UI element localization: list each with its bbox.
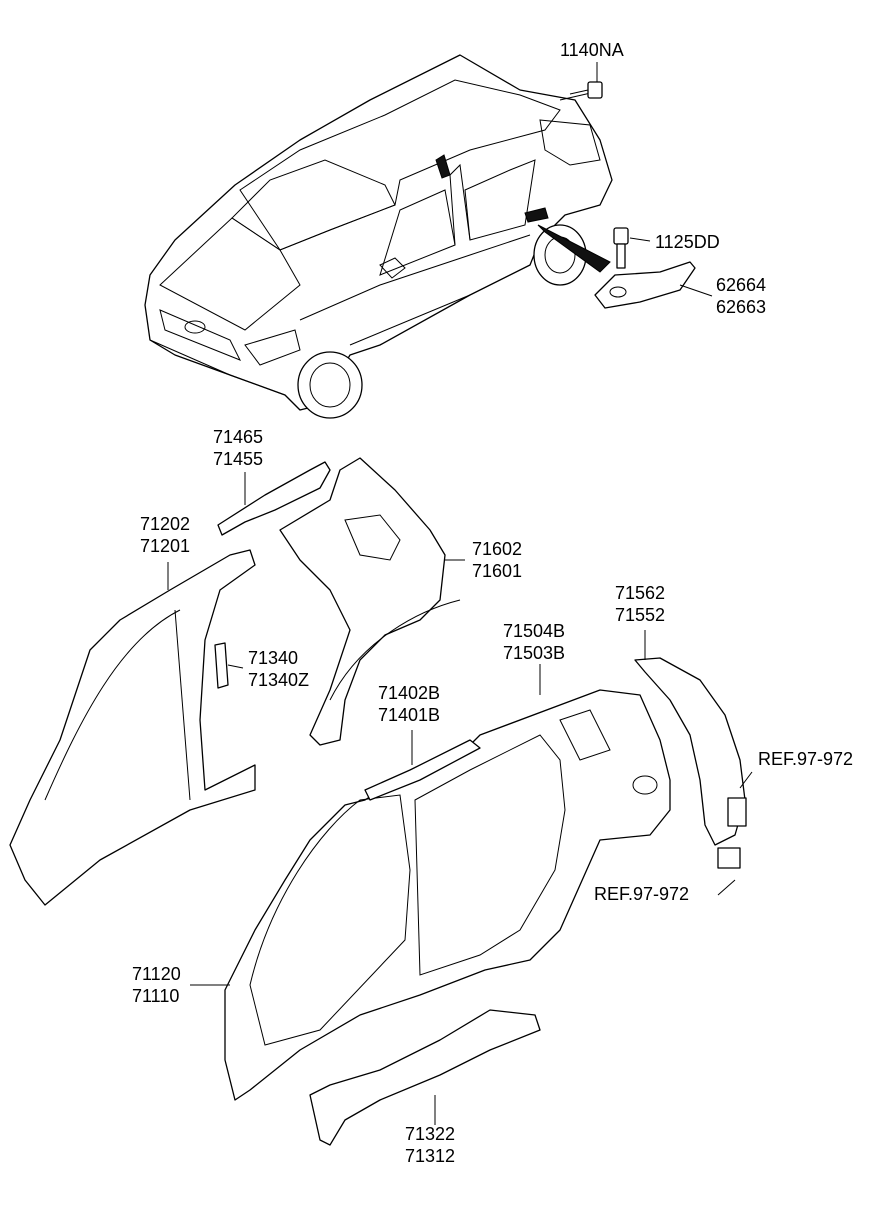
part-71340-shape [214, 642, 229, 689]
label-71110: 71110 [132, 986, 179, 1006]
label-71340Z: 71340Z [248, 670, 309, 690]
label-71202: 71202 [140, 514, 190, 534]
label-62663: 62663 [716, 297, 766, 317]
vehicle-illustration [144, 54, 613, 419]
part-71402B-shape [364, 739, 481, 801]
label-71340: 71340 [248, 648, 298, 668]
label-71601: 71601 [472, 561, 522, 581]
part-71602-shape [279, 457, 446, 746]
label-1125DD: 1125DD [655, 232, 720, 252]
label-71503B: 71503B [503, 643, 565, 663]
bolt-1125DD-shape [613, 227, 629, 269]
label-ref-97-972-upper: REF.97-972 [758, 749, 853, 769]
label-71312: 71312 [405, 1146, 455, 1166]
label-ref-97-972-lower: REF.97-972 [594, 884, 689, 904]
part-71322-shape [309, 1009, 541, 1146]
part-71504B-shape [224, 689, 671, 1101]
label-71504B: 71504B [503, 621, 565, 641]
label-62664: 62664 [716, 275, 766, 295]
label-1140NA: 1140NA [560, 40, 624, 60]
part-71562-shape [634, 657, 746, 846]
label-71120: 71120 [132, 964, 181, 984]
label-71465: 71465 [213, 427, 263, 447]
leader-lines [167, 62, 753, 1125]
label-71402B: 71402B [378, 683, 440, 703]
label-71602: 71602 [472, 539, 522, 559]
part-71202-shape [9, 549, 256, 906]
part-71465-shape [217, 461, 331, 536]
label-71562: 71562 [615, 583, 665, 603]
label-71455: 71455 [213, 449, 263, 469]
label-71322: 71322 [405, 1124, 455, 1144]
label-71401B: 71401B [378, 705, 440, 725]
bolt-1140NA-shape [569, 81, 603, 99]
label-71201: 71201 [140, 536, 190, 556]
label-71552: 71552 [615, 605, 665, 625]
